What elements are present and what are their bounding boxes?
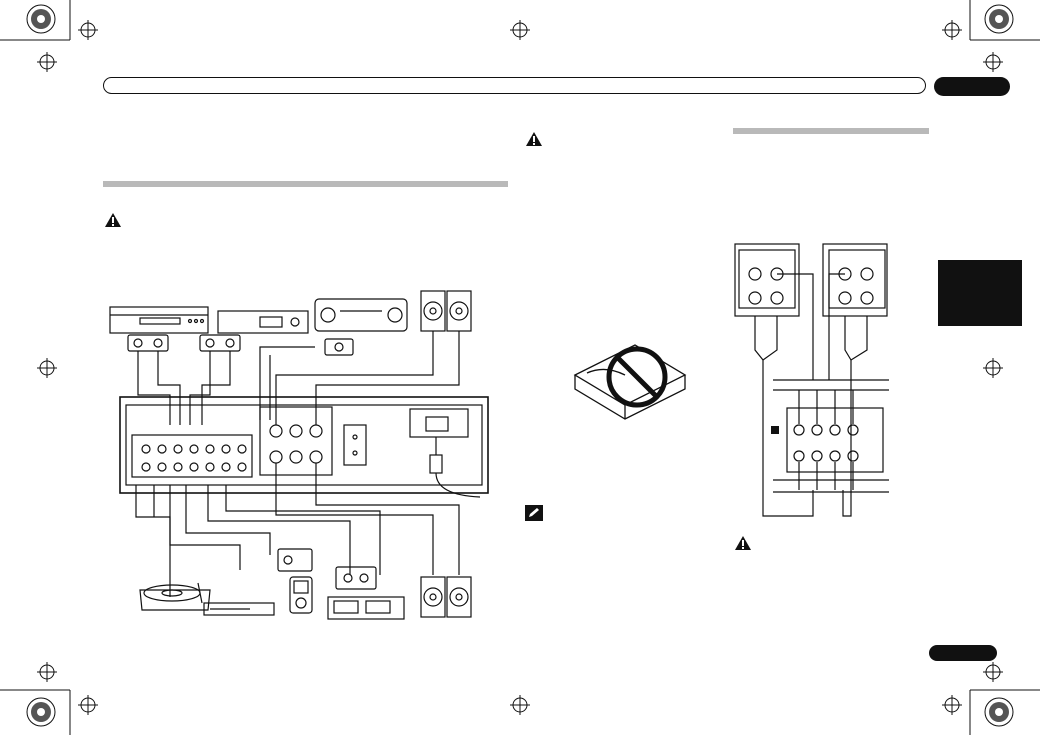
reg-mark-5 bbox=[983, 52, 1003, 72]
prohibited-icon bbox=[606, 346, 668, 408]
reg-mark-12 bbox=[942, 695, 962, 715]
speakers-top bbox=[420, 290, 472, 332]
tuner bbox=[217, 310, 309, 334]
reg-mark-11 bbox=[510, 695, 530, 715]
reg-mark-9 bbox=[983, 662, 1003, 682]
recorder bbox=[314, 298, 408, 332]
header-bar bbox=[103, 77, 926, 94]
warning-triangle-icon bbox=[105, 213, 121, 227]
cd-player bbox=[109, 306, 209, 334]
language-side-tab bbox=[938, 260, 1022, 326]
section-rule-left bbox=[103, 181, 508, 187]
reg-mark-8 bbox=[37, 662, 57, 682]
reg-mark-1 bbox=[78, 20, 98, 40]
reg-mark-7 bbox=[983, 358, 1003, 378]
page-number-pill bbox=[929, 645, 997, 661]
prohibited-placement-illustration bbox=[573, 344, 687, 420]
reg-mark-6 bbox=[37, 358, 57, 378]
corner-target-tl bbox=[26, 4, 56, 34]
reg-mark-3 bbox=[510, 20, 530, 40]
corner-target-tr bbox=[984, 4, 1014, 34]
warning-triangle-icon bbox=[526, 132, 542, 146]
portable-player bbox=[277, 548, 313, 614]
corner-target-bl bbox=[26, 697, 56, 727]
cassette-deck bbox=[203, 602, 275, 616]
reg-mark-4 bbox=[942, 20, 962, 40]
section-rule-right bbox=[733, 128, 929, 134]
note-pencil-icon bbox=[525, 505, 543, 521]
speakers-bottom bbox=[420, 576, 472, 618]
reg-mark-2 bbox=[37, 52, 57, 72]
stereo-system bbox=[327, 566, 405, 620]
bi-wiring-diagram bbox=[734, 243, 889, 517]
corner-target-br bbox=[984, 697, 1014, 727]
amp-label-chip bbox=[771, 426, 779, 434]
chapter-tab bbox=[934, 77, 1010, 96]
amplifier-connection-diagram bbox=[109, 290, 489, 620]
warning-triangle-icon bbox=[735, 536, 751, 550]
reg-mark-10 bbox=[78, 695, 98, 715]
turntable bbox=[139, 582, 211, 611]
